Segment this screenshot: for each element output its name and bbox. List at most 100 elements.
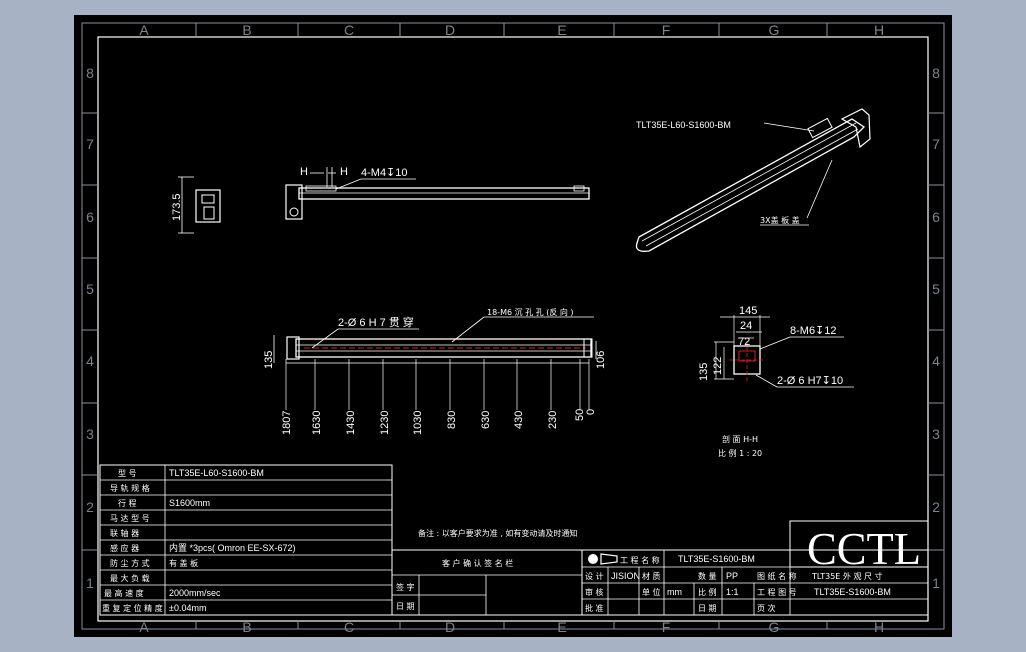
- zone-row-4-right: 4: [932, 353, 940, 369]
- drawing-no-label: 工 程 图 号: [757, 588, 797, 597]
- zone-row-6-right: 6: [932, 209, 940, 225]
- spec-value: TLT35E-L60-S1600-BM: [169, 468, 264, 478]
- top-position-label: 630: [480, 411, 492, 429]
- material-label: 材 质: [642, 571, 661, 581]
- top-rail-body: [295, 338, 592, 358]
- title-block: CCTL 工 程 名 称 TLT35E-S1600-BM 设 计 JISION …: [581, 520, 929, 616]
- projection-symbol-circle-icon: [588, 554, 598, 564]
- zone-col-e: E: [557, 22, 566, 38]
- zone-col-d-bottom: D: [445, 619, 455, 635]
- spec-label: 马 达 型 号: [110, 513, 150, 523]
- side-rail-body: [298, 187, 590, 200]
- zone-col-g: G: [769, 22, 780, 38]
- top-position-label: 1630: [311, 411, 323, 435]
- outer-frame: [81, 22, 945, 630]
- spec-label: 最 大 负 载: [110, 573, 150, 583]
- iso-carriage: [807, 117, 833, 139]
- zone-col-c-bottom: C: [344, 619, 354, 635]
- zone-row-5-right: 5: [932, 281, 940, 297]
- approve-label: 批 准: [585, 603, 604, 613]
- top-position-label: 1230: [379, 411, 391, 435]
- zone-col-h-bottom: H: [874, 619, 884, 635]
- top-position-label: 430: [513, 411, 525, 429]
- side-motor-end: [285, 184, 303, 220]
- spec-label: 导 轨 规 格: [110, 483, 150, 493]
- isometric-view: TLT35E-L60-S1600-BM 3X盖 板 盖: [635, 108, 871, 252]
- check-label: 审 核: [585, 587, 604, 597]
- zone-rows-right: 8 7 6 5 4 3 2 1: [932, 65, 940, 591]
- spec-label: 行 程: [118, 498, 137, 508]
- top-pin-callout: 2-Ø 6 H 7 贯 穿: [338, 315, 414, 329]
- zone-ticks: [82, 23, 944, 629]
- end-view-height-dim: 173.5: [171, 193, 183, 221]
- spec-table-values: TLT35E-L60-S1600-BM S1600mm 内置 *3pcs( Om…: [169, 468, 296, 613]
- top-position-label: 230: [547, 411, 559, 429]
- drawing-note: 备注 : 以客户要求为准 , 如有变动请及时通知: [418, 528, 577, 538]
- zone-col-a-bottom: A: [139, 619, 149, 635]
- zone-row-8-right: 8: [932, 65, 940, 81]
- spec-label: 联 轴 器: [110, 528, 139, 538]
- section-height-dim: 135: [698, 363, 710, 381]
- section-pin-callout: 2-Ø 6 H7↧10: [777, 375, 843, 387]
- zone-col-c: C: [344, 22, 354, 38]
- zone-col-e-bottom: E: [557, 619, 566, 635]
- zone-row-5: 5: [86, 281, 94, 297]
- confirm-header: 客 户 确 认 签 名 栏: [442, 558, 513, 568]
- top-thread-callout: 18-M6 沉 孔 孔 (反 向 ): [487, 307, 574, 317]
- section-scale: 比 例 1 : 20: [718, 448, 762, 458]
- zone-columns-top: A B C D E F G H: [139, 22, 884, 38]
- zone-row-1: 1: [86, 575, 94, 591]
- spec-label: 防 尘 方 式: [110, 558, 150, 568]
- top-position-label: 1430: [345, 411, 357, 435]
- top-position-labels: 1807 1630 1430 1230 1030 830 630 430 230…: [281, 409, 597, 435]
- zone-row-7: 7: [86, 136, 94, 152]
- top-position-label: 830: [446, 411, 458, 429]
- top-position-label: 1807: [281, 411, 293, 435]
- zone-col-g-bottom: G: [769, 619, 780, 635]
- side-section-mark-left: H: [300, 166, 308, 178]
- zone-col-a: A: [139, 22, 149, 38]
- zone-col-f-bottom: F: [662, 619, 671, 635]
- zone-col-b-bottom: B: [242, 619, 251, 635]
- spec-value: ±0.04mm: [169, 603, 206, 613]
- zone-row-6: 6: [86, 209, 94, 225]
- top-position-label: 50: [574, 409, 586, 421]
- unit-label: 单 位: [642, 587, 661, 597]
- product-code: TLT35E-S1600-BM: [814, 587, 891, 597]
- top-position-label: 0: [585, 409, 597, 415]
- zone-columns-bottom: A B C D E F G H: [139, 619, 884, 635]
- designer-value: JISION: [611, 571, 640, 581]
- end-view: 173.5: [171, 176, 221, 234]
- unit-value: mm: [667, 587, 682, 597]
- inner-frame: [97, 36, 929, 622]
- confirm-date-label: 日 期: [396, 602, 415, 611]
- side-hole-callout: 4-M4↧10: [361, 167, 408, 179]
- iso-end-cap: [840, 108, 871, 149]
- section-view: 145 24 72 135 122 8-M6↧12 2-Ø 6 H7↧10 剖 …: [698, 305, 854, 458]
- zone-row-3-right: 3: [932, 426, 940, 442]
- section-width-dim: 145: [739, 305, 757, 317]
- top-height-right: 106: [595, 351, 607, 369]
- spec-label: 感 应 器: [110, 543, 139, 553]
- spec-value: 2000mm/sec: [169, 588, 221, 598]
- design-label: 设 计: [585, 571, 604, 581]
- date2-label: 日 期: [698, 604, 717, 613]
- spec-table-labels: 型 号 导 轨 规 格 行 程 马 达 型 号 联 轴 器 感 应 器 防 尘 …: [102, 469, 163, 613]
- scale-value: 1:1: [726, 587, 739, 597]
- zone-col-b: B: [242, 22, 251, 38]
- qty-value: PP: [726, 571, 738, 581]
- spec-label: 重 复 定 位 精 度: [102, 603, 163, 613]
- top-position-label: 1030: [412, 411, 424, 435]
- confirm-block: 客 户 确 认 签 名 栏 签 字 日 期: [391, 549, 583, 616]
- zone-row-7-right: 7: [932, 136, 940, 152]
- spec-label: 最 高 速 度: [104, 588, 144, 598]
- project-name-label: 工 程 名 称: [620, 555, 660, 565]
- spec-table: 型 号 导 轨 规 格 行 程 马 达 型 号 联 轴 器 感 应 器 防 尘 …: [99, 464, 393, 616]
- logo-box: [789, 520, 929, 568]
- zone-row-2-right: 2: [932, 499, 940, 515]
- iso-model-label: TLT35E-L60-S1600-BM: [636, 120, 731, 130]
- zone-row-4: 4: [86, 353, 94, 369]
- zone-row-3: 3: [86, 426, 94, 442]
- spec-value: S1600mm: [169, 498, 210, 508]
- iso-rail-body: [635, 118, 866, 252]
